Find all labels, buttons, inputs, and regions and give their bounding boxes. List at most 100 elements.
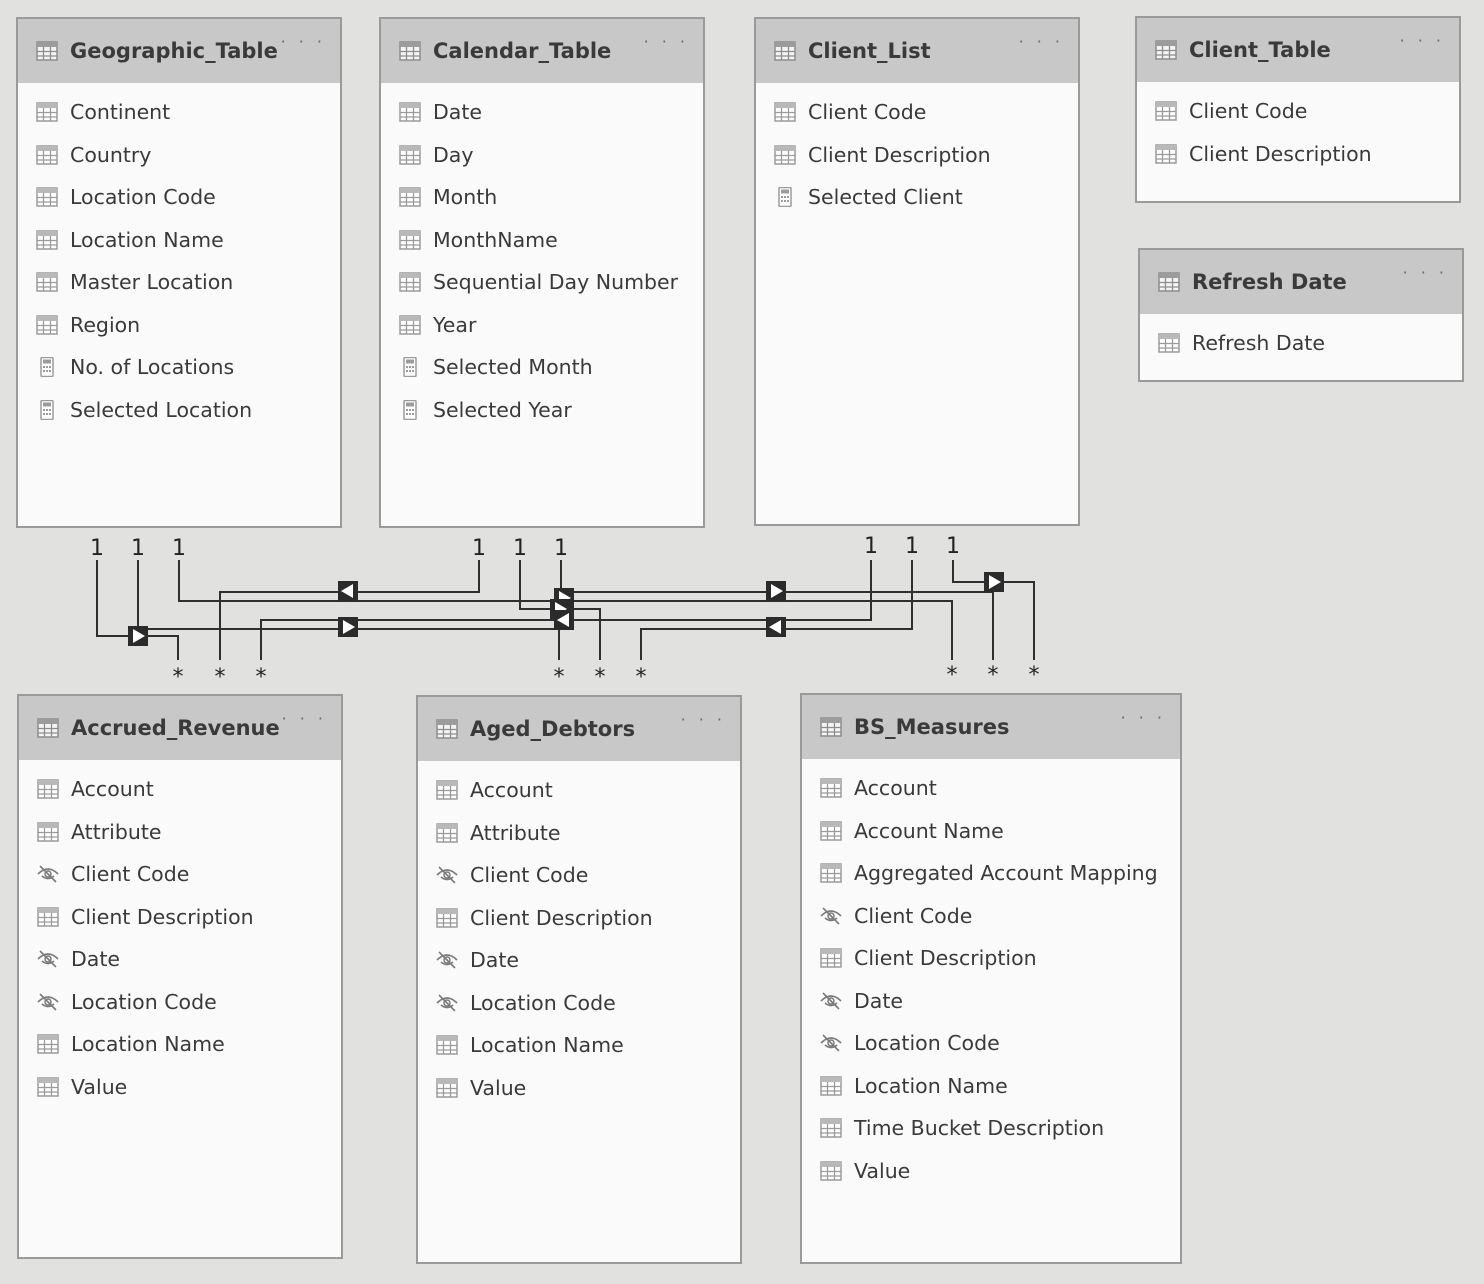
field-row[interactable]: Attribute <box>418 812 740 855</box>
table-title: Calendar_Table <box>433 39 612 63</box>
field-row[interactable]: Client Code <box>19 853 341 896</box>
cardinality-one-label: 1 <box>905 534 919 559</box>
field-label: Selected Client <box>808 185 963 210</box>
table-header[interactable]: Accrued_Revenue· · · <box>19 696 341 760</box>
field-label: Client Code <box>1189 99 1308 124</box>
field-row[interactable]: Date <box>381 91 703 134</box>
field-row[interactable]: Continent <box>18 91 340 134</box>
field-row[interactable]: Account <box>418 769 740 812</box>
field-row[interactable]: Location Name <box>19 1023 341 1066</box>
field-row[interactable]: Location Code <box>19 981 341 1024</box>
field-row[interactable]: Client Code <box>418 854 740 897</box>
field-row[interactable]: Location Name <box>802 1065 1180 1108</box>
field-row[interactable]: MonthName <box>381 219 703 262</box>
more-options-button[interactable]: · · · <box>1018 32 1064 51</box>
field-row[interactable]: Account <box>19 768 341 811</box>
field-row[interactable]: Location Code <box>802 1022 1180 1065</box>
field-label: Account <box>854 776 937 801</box>
more-options-button[interactable]: · · · <box>280 32 326 51</box>
field-row[interactable]: Value <box>802 1150 1180 1193</box>
field-row[interactable]: Account Name <box>802 810 1180 853</box>
field-label: Value <box>71 1074 128 1099</box>
field-label: Date <box>433 100 482 125</box>
field-label: Location Name <box>854 1073 1008 1098</box>
filter-direction-arrow-icon <box>343 620 355 634</box>
field-label: Location Code <box>470 990 616 1015</box>
table-header[interactable]: BS_Measures· · · <box>802 695 1180 759</box>
field-row[interactable]: Date <box>418 939 740 982</box>
table-title: Geographic_Table <box>70 39 278 63</box>
field-row[interactable]: Location Name <box>18 219 340 262</box>
field-row[interactable]: Client Code <box>756 91 1078 134</box>
field-label: Client Code <box>854 903 973 928</box>
table-header[interactable]: Aged_Debtors· · · <box>418 697 740 761</box>
field-row[interactable]: Client Code <box>802 895 1180 938</box>
field-label: Location Code <box>854 1031 1000 1056</box>
field-row[interactable]: Region <box>18 304 340 347</box>
table-header[interactable]: Client_Table· · · <box>1137 18 1459 82</box>
field-label: Month <box>433 185 498 210</box>
more-options-button[interactable]: · · · <box>281 709 327 728</box>
field-row[interactable]: Time Bucket Description <box>802 1107 1180 1150</box>
cardinality-one-label: 1 <box>864 534 878 559</box>
field-label: MonthName <box>433 227 558 252</box>
field-row[interactable]: Attribute <box>19 811 341 854</box>
field-row[interactable]: Client Description <box>802 937 1180 980</box>
filter-direction-arrow-icon <box>771 584 783 598</box>
field-row[interactable]: Master Location <box>18 261 340 304</box>
field-row[interactable]: Refresh Date <box>1140 322 1462 365</box>
cardinality-many-label: * <box>636 665 647 690</box>
more-options-button[interactable]: · · · <box>1120 708 1166 727</box>
field-row[interactable]: Client Description <box>418 897 740 940</box>
field-label: Country <box>70 142 152 167</box>
field-row[interactable]: Location Name <box>418 1024 740 1067</box>
field-row[interactable]: Date <box>19 938 341 981</box>
cardinality-one-label: 1 <box>90 536 104 561</box>
field-label: Continent <box>70 100 171 125</box>
field-row[interactable]: Client Description <box>1137 133 1459 176</box>
more-options-button[interactable]: · · · <box>1402 263 1448 282</box>
table-header[interactable]: Geographic_Table· · · <box>18 19 340 83</box>
table-header[interactable]: Calendar_Table · · · <box>381 19 703 83</box>
field-row[interactable]: Selected Month <box>381 346 703 389</box>
field-row[interactable]: Client Code <box>1137 90 1459 133</box>
field-row[interactable]: Location Code <box>18 176 340 219</box>
field-row[interactable]: Client Description <box>19 896 341 939</box>
table-header[interactable]: Refresh Date· · · <box>1140 250 1462 314</box>
field-row[interactable]: Country <box>18 134 340 177</box>
field-row[interactable]: Selected Location <box>18 389 340 432</box>
field-row[interactable]: Selected Client <box>756 176 1078 219</box>
field-row[interactable]: Value <box>19 1066 341 1109</box>
field-row[interactable]: No. of Locations <box>18 346 340 389</box>
more-options-button[interactable]: · · · <box>1399 31 1445 50</box>
field-row[interactable]: Location Code <box>418 982 740 1025</box>
field-row[interactable]: Sequential Day Number <box>381 261 703 304</box>
field-row[interactable]: Day <box>381 134 703 177</box>
field-row[interactable]: Value <box>418 1067 740 1110</box>
field-row[interactable]: Selected Year <box>381 389 703 432</box>
table-card-refresh-date[interactable]: Refresh Date· · · Refresh Date <box>1138 248 1464 382</box>
field-row[interactable]: Account <box>802 767 1180 810</box>
more-options-button[interactable]: · · · <box>680 710 726 729</box>
relationship-line <box>219 560 480 660</box>
field-row[interactable]: Aggregated Account Mapping <box>802 852 1180 895</box>
field-row[interactable]: Year <box>381 304 703 347</box>
field-row[interactable]: Client Description <box>756 134 1078 177</box>
table-title: Accrued_Revenue <box>71 716 280 740</box>
table-header[interactable]: Client_List· · · <box>756 19 1078 83</box>
more-options-button[interactable]: · · · <box>643 32 689 51</box>
field-row[interactable]: Month <box>381 176 703 219</box>
field-row[interactable]: Date <box>802 980 1180 1023</box>
cardinality-one-label: 1 <box>946 534 960 559</box>
field-label: Sequential Day Number <box>433 270 679 295</box>
